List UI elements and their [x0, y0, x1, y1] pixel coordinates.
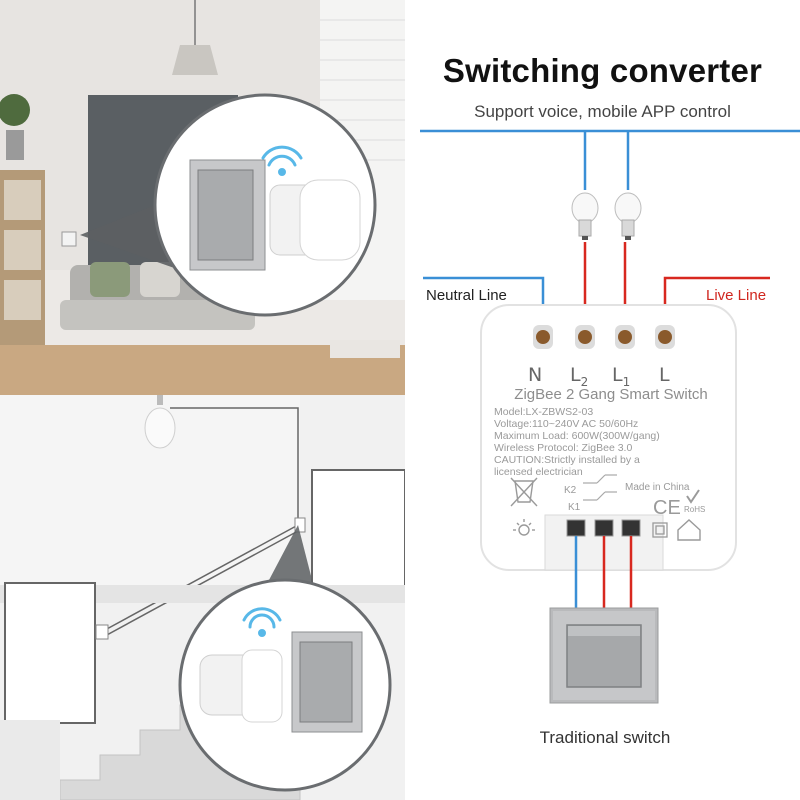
wifi-icon: [242, 607, 282, 637]
neutral-line-label: Neutral Line: [426, 287, 507, 304]
page-subtitle: Support voice, mobile APP control: [474, 102, 731, 121]
k1-label: K1: [568, 502, 581, 513]
double-square-icon: [652, 522, 668, 538]
light-bulb-icon: [614, 192, 642, 240]
terminal-screws: [533, 325, 675, 349]
live-line-label: Live Line: [706, 287, 767, 304]
scene-svg: [0, 0, 405, 800]
made-in-label: Made in China: [625, 482, 690, 493]
device-name: ZigBee 2 Gang Smart Switch: [514, 386, 708, 403]
wifi-icon: [261, 145, 303, 176]
page-title: Switching converter: [442, 52, 763, 89]
recycle-bin-icon: [510, 477, 538, 507]
terminal-label-l1: L1: [612, 364, 631, 389]
traditional-switch-label: Traditional switch: [539, 728, 671, 747]
light-bulb-icon: [571, 192, 599, 240]
scene-illustration: [0, 0, 405, 800]
terminal-label-n: N: [528, 364, 543, 386]
device-max-load: Maximum Load: 600W(300W/gang): [494, 430, 660, 442]
relay-symbol: [583, 474, 617, 501]
lower-door: [4, 582, 96, 724]
device-model: Model:LX-ZBWS2-03: [494, 406, 594, 418]
device-caution-2: licensed electrician: [494, 466, 583, 478]
terminal-label-l: L: [659, 364, 670, 386]
home-icon: [677, 519, 701, 541]
svg-text:RoHS: RoHS: [684, 505, 705, 514]
upper-door: [311, 469, 405, 596]
rohs-mark: RoHS: [684, 489, 705, 514]
device-caution-1: CAUTION:Strictly installed by a: [494, 454, 640, 466]
device-protocol: Wireless Protocol: ZigBee 3.0: [494, 442, 633, 454]
device-voltage: Voltage:110~240V AC 50/60Hz: [494, 418, 639, 430]
ce-mark: CE: [653, 497, 681, 519]
k2-label: K2: [564, 485, 577, 496]
wiring-diagram: CE RoHS: [420, 129, 800, 704]
pendant-lamp: [172, 45, 218, 75]
terminal-label-l2: L2: [570, 364, 589, 389]
lamp-icon: [513, 519, 535, 536]
wall-switch: [61, 231, 77, 247]
light-bulb-icon: [144, 395, 176, 449]
